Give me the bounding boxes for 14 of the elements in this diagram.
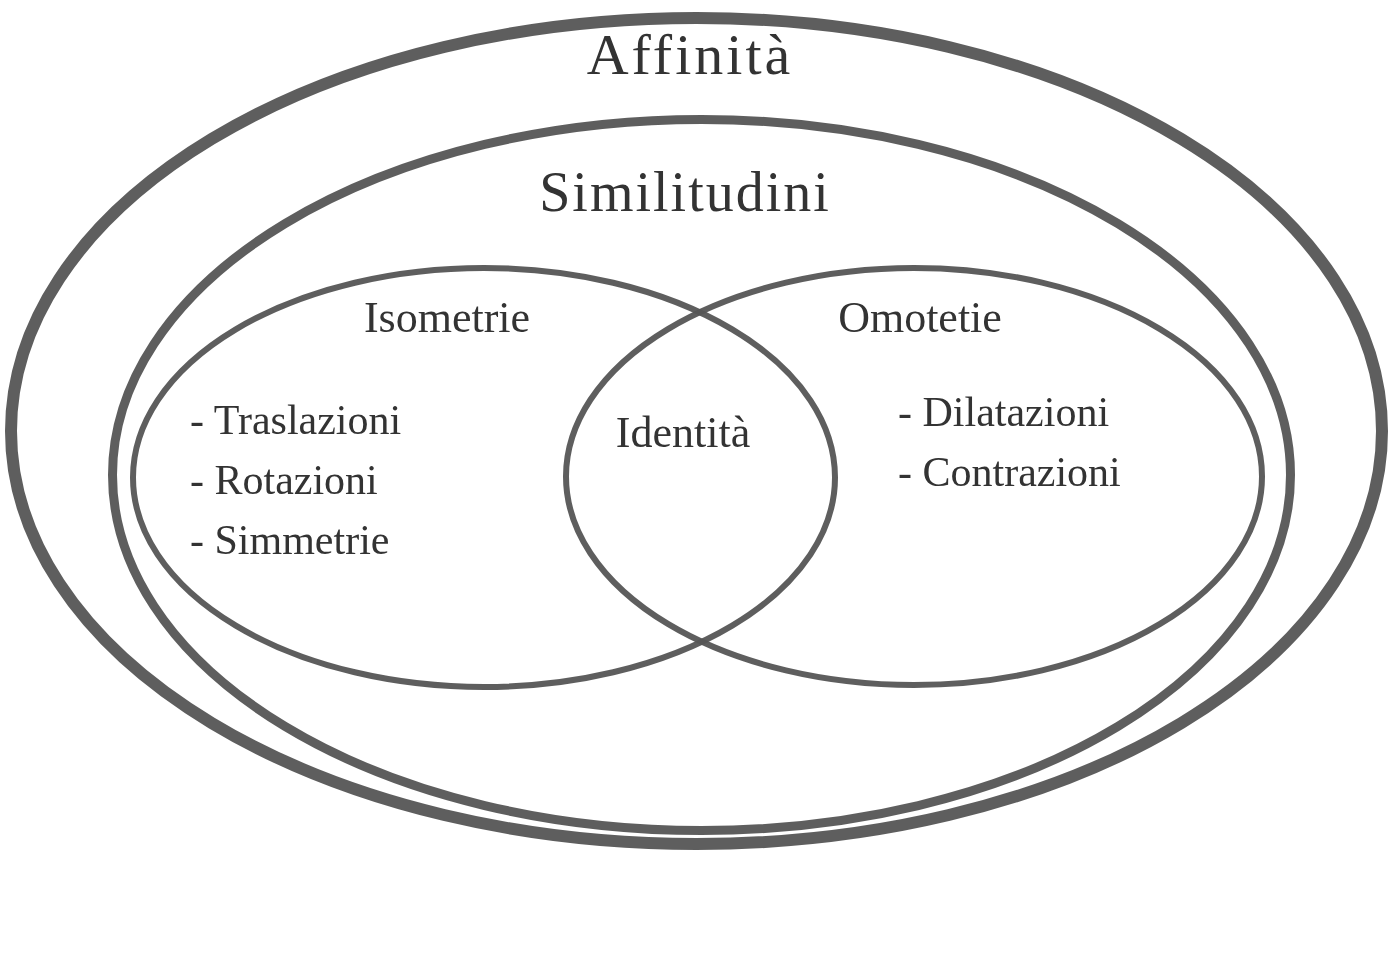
set-ellipse	[108, 115, 1295, 835]
set-label: Isometrie	[363, 296, 531, 340]
list-item: - Contrazioni	[898, 451, 1121, 493]
list-item: - Simmetrie	[190, 519, 390, 561]
list-item: - Rotazioni	[190, 459, 378, 501]
set-label: Omotetie	[838, 296, 1002, 340]
list-item: - Traslazioni	[190, 399, 402, 441]
set-ellipse	[563, 265, 1265, 688]
set-label: Similitudini	[539, 164, 831, 220]
set-label: Identità	[615, 411, 751, 455]
list-item: - Dilatazioni	[898, 391, 1110, 433]
set-label: Affinità	[586, 26, 794, 84]
set-ellipse	[130, 265, 838, 690]
set-ellipse	[5, 12, 1388, 850]
